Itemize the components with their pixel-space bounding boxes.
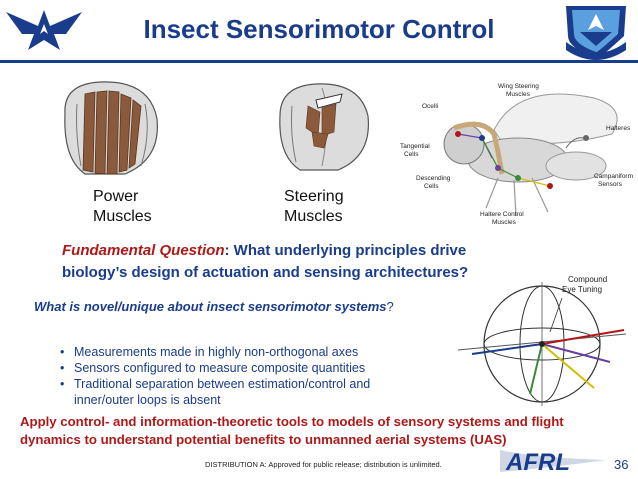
novel-question: What is novel/unique about insect sensor… xyxy=(34,299,394,314)
afrl-logo-text: AFRL xyxy=(505,449,570,476)
afrl-shield-emblem xyxy=(566,6,626,60)
conclusion-statement: Apply control- and information-theoretic… xyxy=(20,414,564,447)
distribution-statement: DISTRIBUTION A: Approved for public rele… xyxy=(205,460,442,469)
question-text: : What underlying principles drive biolo… xyxy=(62,242,469,281)
title-divider xyxy=(0,60,638,63)
fundamental-question: Fundamental Question: What underlying pr… xyxy=(62,240,502,284)
list-item: Sensors configured to measure composite … xyxy=(58,360,428,376)
bullet-list: Measurements made in highly non-orthogon… xyxy=(58,344,428,408)
caption-line: Steering xyxy=(284,188,344,205)
novel-text: What is novel/unique about insect sensor… xyxy=(34,299,387,314)
novel-qmark: ? xyxy=(386,299,394,314)
afrl-wordmark-logo: AFRL xyxy=(500,449,606,476)
caption-line: Muscles xyxy=(93,208,152,225)
question-label: Fundamental Question xyxy=(62,242,225,259)
caption-line: Power xyxy=(93,188,139,205)
power-muscles-illustration xyxy=(64,81,158,175)
steering-muscles-caption: Steering Muscles xyxy=(284,187,344,227)
page-title: Insect Sensorimotor Control xyxy=(143,14,495,44)
list-item: Measurements made in highly non-orthogon… xyxy=(58,344,428,360)
power-muscles-caption: Power Muscles xyxy=(93,187,152,227)
air-force-wings-logo xyxy=(6,10,82,50)
list-item: Traditional separation between estimatio… xyxy=(58,376,428,408)
label-halteres: Halteres xyxy=(606,125,631,132)
caption-line: Muscles xyxy=(284,208,343,225)
steering-muscles-illustration xyxy=(279,83,370,171)
page-number: 36 xyxy=(614,457,629,472)
label-ocelli: Ocelli xyxy=(422,103,438,110)
